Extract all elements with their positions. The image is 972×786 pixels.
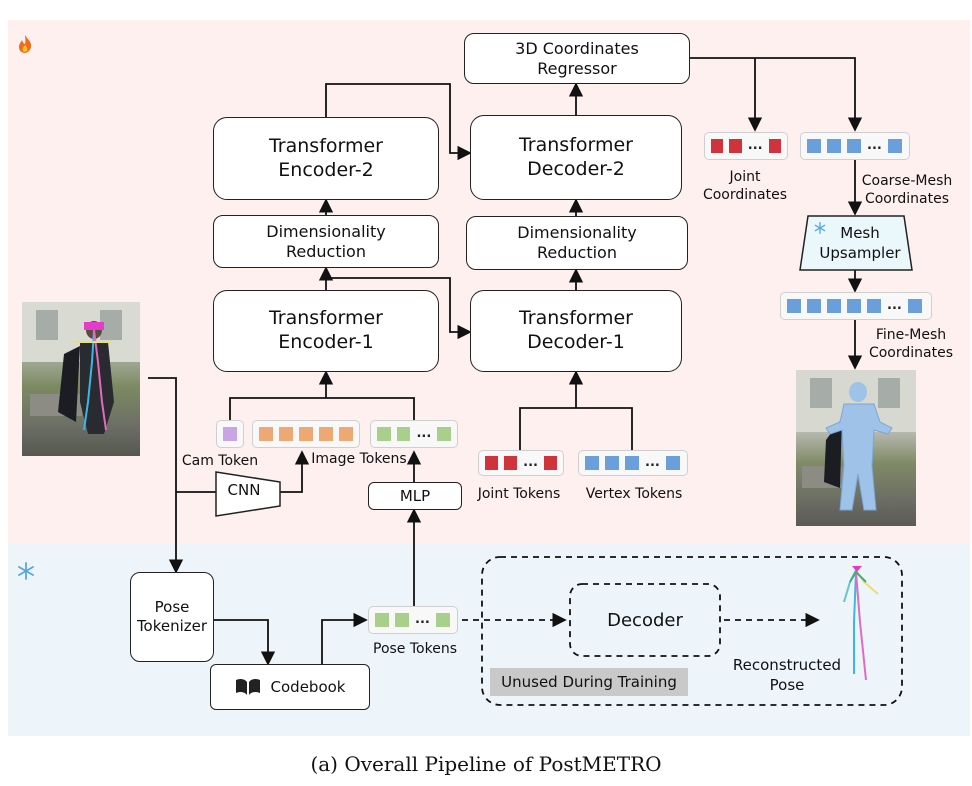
mesh-upsampler-label: Mesh Upsampler (819, 224, 901, 262)
joint-tokens-label: Joint Tokens (477, 486, 561, 502)
reconstructed-pose-label: Reconstructed Pose (732, 656, 842, 694)
vertex-tokens: ... (578, 450, 688, 476)
regressor-box: 3D Coordinates Regressor (464, 33, 690, 84)
codebook-box: Codebook (210, 664, 370, 710)
snowflake-icon (18, 562, 34, 580)
dimred-decoder-box: Dimensionality Reduction (466, 216, 688, 270)
token-ellipsis: ... (415, 612, 430, 627)
mesh-upsampler-trapezoid (799, 215, 913, 271)
upsampler-snowflake-icon (814, 222, 826, 234)
token-ellipsis: ... (416, 426, 432, 441)
token-ellipsis: ... (645, 455, 660, 470)
coarse-mesh-tokens: ... (800, 132, 910, 160)
codebook-label: Codebook (270, 677, 346, 696)
encoder-2-box: Transformer Encoder-2 (213, 117, 439, 200)
encoder-1-box: Transformer Encoder-1 (213, 290, 439, 372)
reconstructed-pose-skeleton (843, 566, 879, 681)
token-ellipsis: ... (523, 455, 538, 470)
unused-badge: Unused During Training (490, 668, 688, 696)
token-ellipsis: ... (867, 138, 882, 153)
input-image (22, 302, 140, 456)
image-tokens-label: Image Tokens (311, 451, 407, 467)
cam-token (216, 420, 244, 448)
fine-mesh-label: Fine-Mesh Coordinates (868, 327, 954, 362)
cnn-label: CNN (227, 481, 261, 499)
figure-caption: (a) Overall Pipeline of PostMETRO (310, 752, 662, 776)
coarse-mesh-label: Coarse-Mesh Coordinates (861, 173, 953, 208)
joint-coordinate-tokens: ... (704, 132, 788, 160)
dimred-encoder-box: Dimensionality Reduction (213, 215, 439, 268)
decoder-1-box: Transformer Decoder-1 (470, 290, 682, 372)
decoder-2-box: Transformer Decoder-2 (470, 115, 682, 200)
book-icon (235, 678, 260, 695)
fine-mesh-tokens: ... (780, 292, 932, 320)
joint-tokens: ... (478, 450, 564, 476)
fire-icon (19, 35, 32, 53)
cnn-trapezoid (215, 471, 281, 517)
pose-tokenizer-box: Pose Tokenizer (130, 572, 214, 662)
image-tokens (252, 420, 360, 448)
token-ellipsis: ... (747, 138, 763, 153)
cam-token-label: Cam Token (181, 453, 259, 469)
decoder-label: Decoder (607, 610, 683, 631)
mlp-box: MLP (368, 482, 462, 510)
joint-coordinates-label: Joint Coordinates (702, 169, 788, 204)
pose-tokens: ... (368, 606, 458, 634)
pose-tokens-label: Pose Tokens (373, 641, 457, 657)
vertex-tokens-label: Vertex Tokens (585, 486, 683, 502)
output-mesh-image (796, 370, 916, 526)
mlp-tokens: ... (370, 420, 458, 448)
token-ellipsis: ... (887, 298, 902, 313)
